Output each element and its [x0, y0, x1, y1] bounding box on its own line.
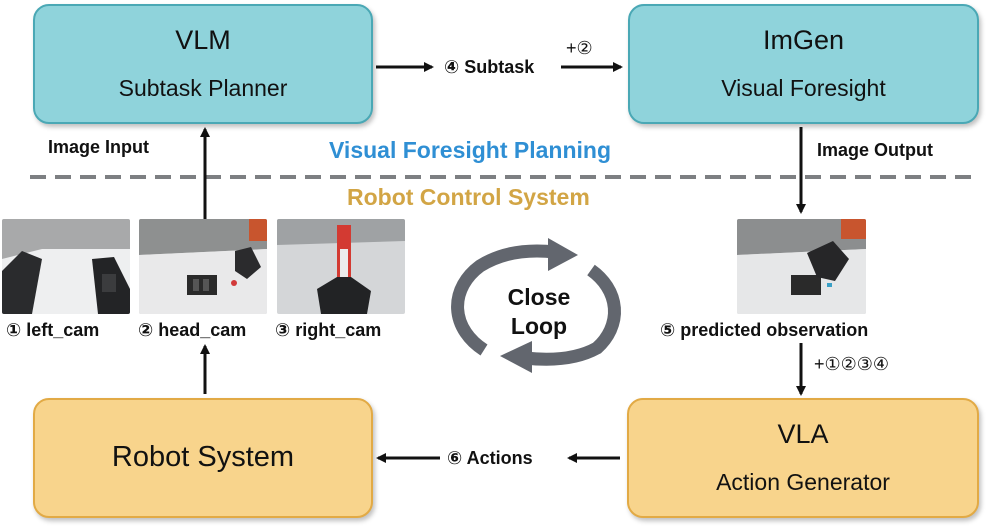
actions-label: ⑥ Actions: [447, 448, 533, 468]
predicted-observation-label: ⑤ predicted observation: [660, 320, 869, 340]
vlm-title: VLM: [175, 24, 231, 55]
predicted-observation-image: [737, 219, 866, 314]
close-loop-icon: [451, 244, 621, 366]
right-cam-label: ③ right_cam: [275, 320, 382, 340]
robot-control-system-label: Robot Control System: [347, 184, 590, 210]
image-input-label: Image Input: [48, 137, 150, 157]
vla-subtitle: Action Generator: [716, 469, 890, 496]
imgen-box: ImGen Visual Foresight: [628, 4, 979, 124]
robot-system-box: Robot System: [33, 398, 373, 518]
plus-all-label: +①②③④: [814, 354, 890, 374]
robot-system-title: Robot System: [111, 441, 295, 474]
vla-box: VLA Action Generator: [627, 398, 979, 518]
head-cam-image: [139, 219, 267, 314]
vla-title: VLA: [777, 418, 829, 449]
close-word: Close: [507, 284, 571, 310]
left-cam-image: [2, 219, 130, 314]
image-output-label: Image Output: [817, 140, 933, 160]
plus-two-label: +②: [566, 38, 593, 58]
right-cam-image: [277, 219, 405, 314]
head-cam-label: ② head_cam: [138, 320, 247, 340]
vlm-box: VLM Subtask Planner: [33, 4, 373, 124]
vlm-subtitle: Subtask Planner: [118, 75, 288, 102]
left-cam-label: ① left_cam: [6, 320, 100, 340]
close-loop-arrowhead-bottom: [500, 341, 532, 373]
close-loop-arrowhead-top: [548, 238, 578, 271]
imgen-subtitle: Visual Foresight: [721, 75, 886, 102]
imgen-title: ImGen: [762, 24, 845, 55]
subtask-label: ④ Subtask: [444, 57, 535, 77]
close-loop-text: Close Loop: [492, 283, 586, 341]
visual-foresight-planning-label: Visual Foresight Planning: [329, 137, 612, 163]
loop-word: Loop: [510, 312, 568, 339]
